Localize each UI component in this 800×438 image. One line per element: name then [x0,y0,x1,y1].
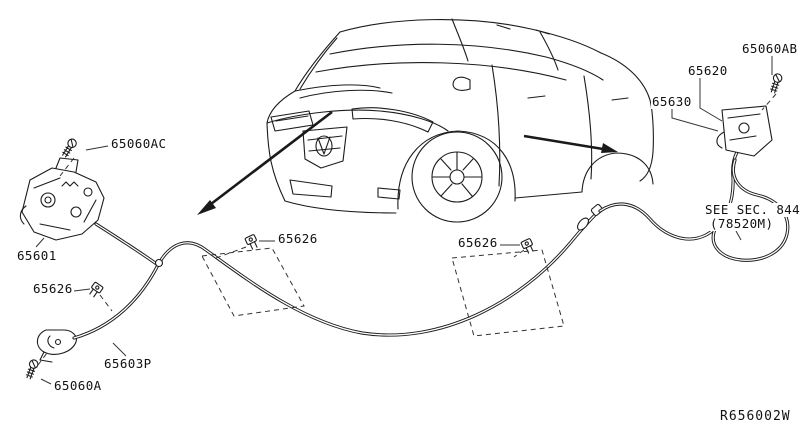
hood-lock-assembly [19,157,105,241]
label-65060a: 65060A [53,378,103,393]
dashed-region-left [201,247,305,317]
dashed-region-right [451,249,565,337]
label-65630: 65630 [651,94,693,109]
bolt-65060a-icon [24,358,40,381]
label-65626-left: 65626 [32,281,74,296]
label-65603p: 65603P [103,356,153,371]
dashed-connectors [37,93,777,366]
bolt-65060ab-icon [768,72,784,95]
label-65601: 65601 [16,248,58,263]
direction-arrow-right [523,134,618,153]
label-65626-mid: 65626 [277,231,319,246]
vehicle-sketch [266,18,654,223]
label-65626-right: 65626 [457,235,499,250]
direction-arrow-left [197,110,333,215]
label-65620: 65620 [687,63,729,78]
clip-icon-right [520,237,536,255]
diagram-code: R656002W [719,409,792,424]
label-65060ab: 65060AB [741,41,799,56]
label-65060ac: 65060AC [110,136,168,151]
bolt-65060ac-icon [59,136,79,159]
release-handle [36,329,77,363]
label-78520m: (78520M) [709,216,775,231]
label-see-sec-844: SEE SEC. 844 [704,202,800,217]
hood-release-cable [72,203,604,340]
clip-icon-mid [244,233,260,251]
leader-lines [35,56,773,385]
hood-latch [716,105,773,157]
